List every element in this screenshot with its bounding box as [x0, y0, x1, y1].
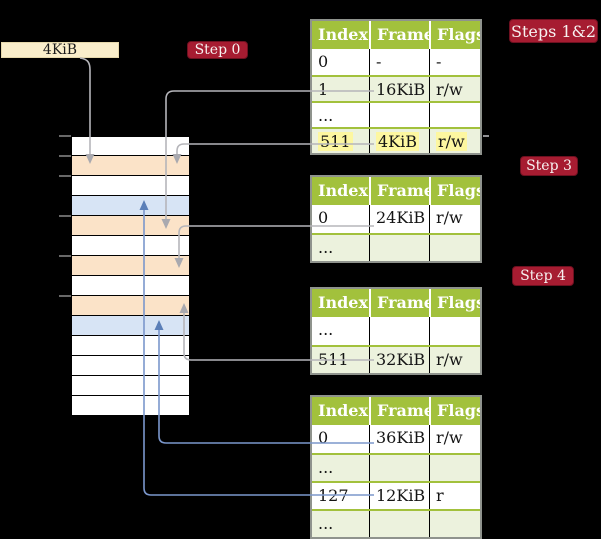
page-table-translation-diagram: 4KiB Step 0 Steps 1&2 Step 3 Step 4 Inde…: [1, 19, 598, 539]
table-row: ...: [312, 509, 480, 537]
column-header: Frame: [369, 289, 429, 317]
memory-frame-row-table: [71, 256, 190, 276]
table-cell: [429, 317, 480, 345]
table-cell: r/w: [429, 129, 480, 153]
table-cell: r/w: [429, 425, 480, 453]
table-row: 511 4KiB r/w: [312, 127, 480, 153]
column-header: Flags: [429, 21, 480, 49]
column-header: Index: [318, 181, 369, 200]
memory-frame-row-page: [71, 196, 190, 216]
table-cell: 0: [318, 208, 329, 227]
badge-steps-1-2: Steps 1&2: [509, 19, 598, 43]
column-header: Index: [318, 293, 369, 312]
table-row: ...: [312, 453, 480, 481]
memory-frame-row-free: [71, 136, 190, 156]
column-header: Flags: [429, 177, 480, 205]
table-cell: [429, 455, 480, 481]
table-cell: ...: [318, 106, 334, 125]
table-cell: -: [429, 49, 480, 75]
table-cell: [369, 235, 429, 261]
table-cell: 511: [318, 350, 349, 369]
table-cell: 1: [318, 80, 329, 99]
memory-frame-row-free: [71, 396, 190, 416]
table-cell: 24KiB: [369, 205, 429, 233]
memory-frame-row-free: [71, 276, 190, 296]
highlighted-cell-value: r/w: [436, 132, 467, 151]
table-cell: [369, 317, 429, 345]
badge-step-0: Step 0: [187, 41, 248, 59]
table-cell: ...: [318, 458, 334, 477]
highlighted-cell-value: 4KiB: [376, 132, 420, 151]
table-cell: [429, 103, 480, 127]
memory-frame-row-page: [71, 316, 190, 336]
table-cell: 32KiB: [369, 347, 429, 373]
memory-frame-row-table: [71, 216, 190, 236]
table-cell: 127: [318, 486, 349, 505]
badge-step-4: Step 4: [512, 266, 574, 286]
column-header: Frame: [369, 21, 429, 49]
cr3-frame-address-label: 4KiB: [42, 42, 78, 58]
table-cell: 511: [312, 129, 369, 153]
memory-frame-row-free: [71, 176, 190, 196]
table-cell: [369, 103, 429, 127]
memory-frame-row-table: [71, 296, 190, 316]
table-cell: [369, 511, 429, 537]
table-cell: r/w: [429, 77, 480, 101]
column-header: Frame: [369, 177, 429, 205]
badge-step-3: Step 3: [520, 156, 578, 176]
memory-frame-row-free: [71, 376, 190, 396]
column-header: Flags: [429, 397, 480, 425]
table-cell: r/w: [429, 347, 480, 373]
badge-step-0-label: Step 0: [194, 42, 241, 58]
table-row: ...: [312, 233, 480, 261]
table-cell: 16KiB: [369, 77, 429, 101]
table-cell: [429, 235, 480, 261]
table-row: 0 --: [312, 49, 480, 75]
memory-frame-row-free: [71, 356, 190, 376]
table-cell: 0: [318, 428, 329, 447]
table-cell: ...: [318, 514, 334, 533]
table-header-row: IndexFrameFlags: [312, 397, 480, 425]
cr3-frame-address-box: 4KiB: [1, 42, 119, 58]
table-header-row: IndexFrameFlags: [312, 289, 480, 317]
memory-frame-row-free: [71, 336, 190, 356]
badge-step-3-label: Step 3: [526, 158, 572, 174]
physical-memory-column: [71, 136, 190, 416]
table-cell: [369, 455, 429, 481]
table-header-row: IndexFrameFlags: [312, 177, 480, 205]
table-row: ...: [312, 317, 480, 345]
column-header: Index: [318, 401, 369, 420]
table-cell: ...: [318, 320, 334, 339]
highlighted-cell-value: 511: [318, 132, 353, 151]
column-header: Frame: [369, 397, 429, 425]
column-header: Index: [318, 25, 369, 44]
table-cell: [429, 511, 480, 537]
badge-steps-1-2-label: Steps 1&2: [511, 21, 596, 41]
table-row: ...: [312, 101, 480, 127]
table-cell: 4KiB: [369, 129, 429, 153]
page-table-level-3: IndexFrameFlags 0 24KiBr/w...: [310, 175, 482, 263]
table-cell: ...: [318, 238, 334, 257]
table-cell: -: [369, 49, 429, 75]
memory-frame-row-table: [71, 156, 190, 176]
table-cell: 12KiB: [369, 483, 429, 509]
badge-step-4-label: Step 4: [520, 268, 566, 284]
table-cell: 36KiB: [369, 425, 429, 453]
table-cell: r/w: [429, 205, 480, 233]
table-cell: r: [429, 483, 480, 509]
memory-frame-row-free: [71, 236, 190, 256]
column-header: Flags: [429, 289, 480, 317]
memory-address-ticks: [59, 135, 71, 297]
table-header-row: IndexFrameFlags: [312, 21, 480, 49]
table-cell: 0: [318, 52, 329, 71]
